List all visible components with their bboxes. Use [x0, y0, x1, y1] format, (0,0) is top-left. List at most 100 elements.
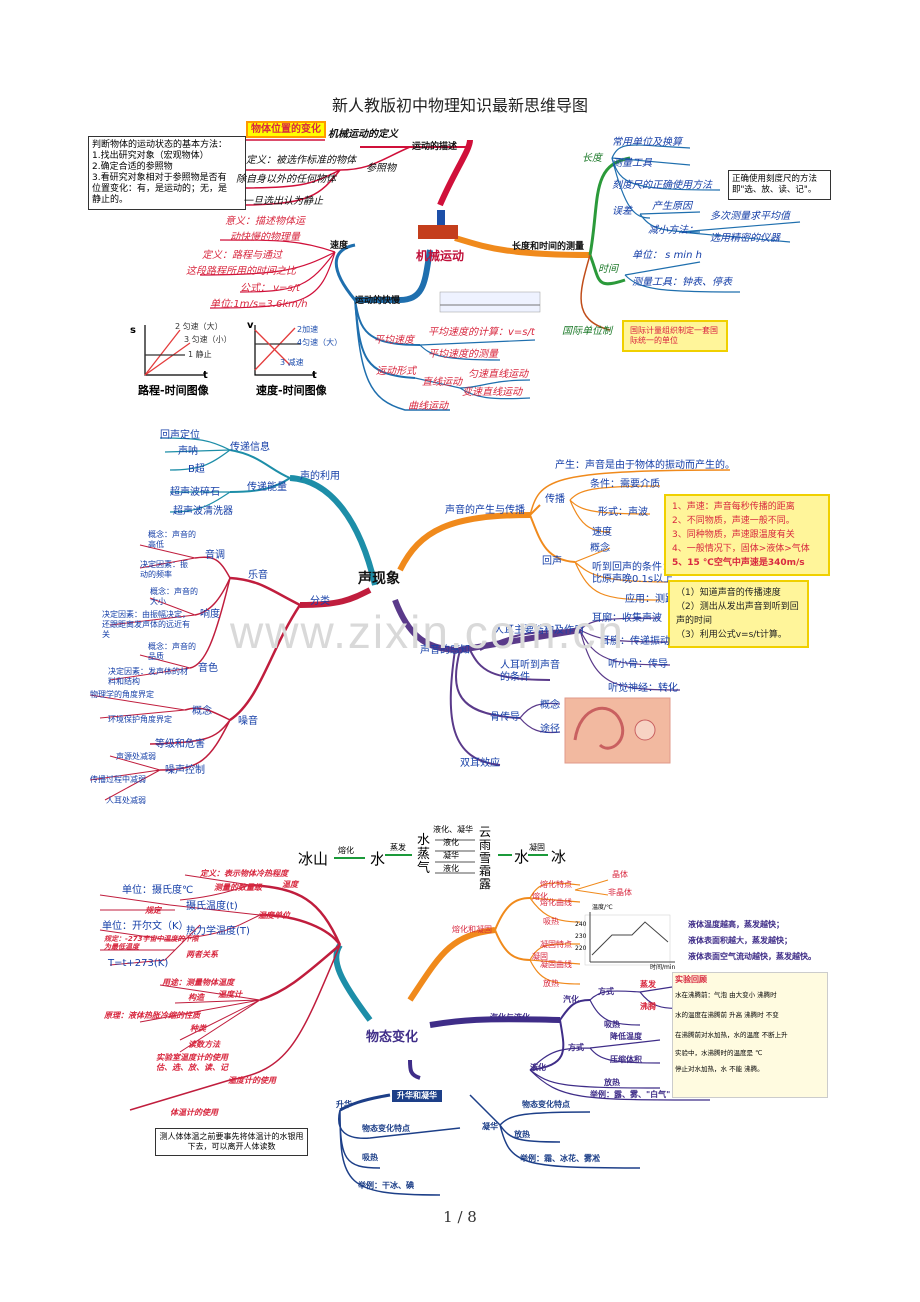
unit-celsius: 单位：摄氏度℃	[122, 885, 194, 896]
experiment-title: 实验回顾	[675, 975, 707, 984]
vaporize-way: 方式	[598, 987, 614, 996]
chain-solidify: 凝固	[529, 843, 545, 852]
pitch-node: 音调	[205, 550, 225, 561]
echo-cond-1: 听到回声的条件：	[592, 562, 672, 573]
tm-usage: 温度计的使用	[228, 1076, 276, 1085]
chain-iceberg: 冰山	[298, 850, 329, 868]
length-tools: 测量工具	[612, 158, 652, 169]
linear-motion: 直线运动	[422, 377, 462, 388]
si-node: 国际单位制	[562, 326, 612, 337]
temp-measure: 测量的数量级	[214, 883, 262, 892]
tm-read: 读数方法	[188, 1040, 220, 1049]
timbre-factor: 决定因素：发声体的材料和结构	[108, 667, 188, 686]
sub-deposit-branch: 升华和凝华	[392, 1090, 442, 1102]
speed-unit: 单位:1m/s=3.6km/h	[210, 299, 308, 310]
experiment-note-1: 水在沸腾前：气泡 由大变小 沸腾时	[675, 991, 777, 999]
avg-speed: 平均速度	[374, 335, 414, 346]
chain-vapor: 水蒸气	[417, 833, 431, 876]
chain-cloud: 云	[479, 825, 492, 839]
liquefy-node: 液化	[530, 1063, 546, 1072]
v-t-line-2: 2加速	[297, 325, 319, 334]
length-time-branch: 长度和时间的测量	[512, 242, 585, 252]
noise-level: 等级和危害	[155, 739, 205, 750]
melt-feature: 熔化特点	[540, 880, 572, 889]
v-t-graph-label: 速度-时间图像	[256, 384, 327, 397]
auricle: 耳廓：收集声波	[592, 613, 662, 624]
tm-type: 种类	[190, 1024, 206, 1033]
chain-evaporate: 蒸发	[390, 843, 406, 852]
produce-branch: 声音的产生与传播	[445, 505, 525, 516]
position-change-label: 物体位置的变化	[246, 121, 326, 138]
binaural-effect: 双耳效应	[460, 758, 500, 769]
chain-snow: 雪	[479, 851, 492, 865]
kelvin-rule: 规定：-273宇宙中温度的下限为最低温度	[104, 935, 199, 951]
reduce-2: 选用精密的仪器	[710, 233, 780, 244]
chain-process-3: 凝华	[443, 851, 459, 860]
pitch-concept: 概念：声音的高低	[148, 530, 196, 549]
celsius-rule: 规定	[145, 906, 161, 915]
evaporation: 蒸发	[640, 980, 656, 989]
boiling: 沸腾	[640, 1002, 656, 1011]
chain-process-4: 液化	[443, 864, 459, 873]
music-node: 乐音	[248, 570, 268, 581]
s-t-graph-label: 路程-时间图像	[138, 384, 209, 397]
basic-method-box: 判断物体的运动状态的基本方法： 1.找出研究对象（宏观物体） 2.确定合适的参照…	[88, 136, 246, 210]
non-crystal: 非晶体	[608, 888, 632, 897]
evap-note-2: 液体表面积越大，蒸发越快；	[688, 936, 792, 945]
speed-def-1: 定义：路程与通过	[202, 250, 282, 261]
lower-temp: 降低温度	[610, 1032, 642, 1041]
melt-absorb: 吸热	[543, 917, 559, 926]
compress-volume: 压缩体积	[610, 1055, 642, 1064]
avg-speed-calc: 平均速度的计算：v=s/t	[428, 327, 535, 338]
noise-ctrl-1: 声源处减弱	[116, 752, 156, 761]
melting-node: 熔化	[532, 892, 548, 901]
timbre-node: 音色	[198, 663, 218, 674]
bone-path: 途径	[540, 724, 560, 735]
chart-tick-230: 230	[575, 933, 587, 940]
v-t-line-4: 4匀速（大）	[297, 338, 343, 347]
reduce-1: 多次测量求平均值	[710, 211, 790, 222]
temp-unit: 温度单位	[258, 911, 290, 920]
body-tm-usage: 体温计的使用	[170, 1108, 218, 1117]
experiment-review-box: 实验回顾 水在沸腾前：气泡 由大变小 沸腾时 水的温度在沸腾前 升高 沸腾时 不…	[672, 972, 828, 1098]
hearing-condition: 人耳听到声音的条件	[500, 660, 560, 683]
mechanical-motion-center: 机械运动	[416, 249, 465, 263]
deposition-release: 放热	[514, 1130, 530, 1139]
tm-lab-usage: 实验室温度计的使用估、选、放、读、记	[156, 1053, 228, 1072]
si-note: 国际计量组织制定一套国际统一的单位	[622, 320, 728, 352]
reference-object: 参照物	[366, 163, 396, 174]
s-t-line-1: 1 静止	[188, 350, 212, 359]
solid-release: 放热	[543, 979, 559, 988]
vaporize-absorb: 吸热	[604, 1020, 620, 1029]
chart-tick-220: 220	[575, 945, 587, 952]
ossicle: 听小骨：传导	[608, 659, 668, 670]
echo-location: 回声定位	[160, 430, 200, 441]
uniform-linear: 匀速直线运动	[468, 369, 528, 380]
evap-note-3: 液体表面空气流动越快，蒸发越快。	[688, 952, 816, 961]
usually-ground: 一旦选出认为静止	[243, 196, 323, 207]
temp-definition: 定义：表示物体冷热程度	[200, 869, 288, 878]
ref-definition: 定义：被选作标准的物体	[246, 155, 356, 166]
chain-melt: 熔化	[338, 846, 354, 855]
spread-node: 传播	[545, 494, 565, 505]
motion-form: 运动形式	[376, 366, 416, 377]
melt-solid-branch: 熔化和凝固	[452, 925, 492, 934]
liquefy-release: 放热	[604, 1078, 620, 1087]
mech-motion-def: 机械运动的定义	[328, 129, 398, 140]
loudness-factor: 决定因素：由振幅决定，还跟距离发声体的远近有关	[102, 610, 190, 639]
chain-rain: 雨	[479, 838, 492, 852]
nerve: 听觉神经：转化	[608, 683, 678, 694]
sublimation-node: 升华	[336, 1100, 352, 1109]
vaporize-node: 汽化	[563, 995, 579, 1004]
spread-form: 形式：声波	[598, 507, 648, 518]
chain-dew: 露	[479, 877, 492, 891]
relation-formula: T=t+273(K)	[108, 958, 169, 969]
chain-water-2: 水	[514, 848, 530, 866]
celsius-temp: 摄氏温度(t)	[186, 901, 238, 912]
ruler-usage: 刻度尺的正确使用方法	[612, 180, 712, 191]
noise-environment: 环境保护角度界定	[108, 715, 172, 724]
sublimation-example: 举例：干冰、碘	[358, 1181, 414, 1190]
solidify-node: 凝固	[532, 952, 548, 961]
ruler-note: 正确使用刻度尺的方法即"选、放、读、记"。	[728, 170, 831, 200]
s-t-graph	[144, 325, 205, 376]
